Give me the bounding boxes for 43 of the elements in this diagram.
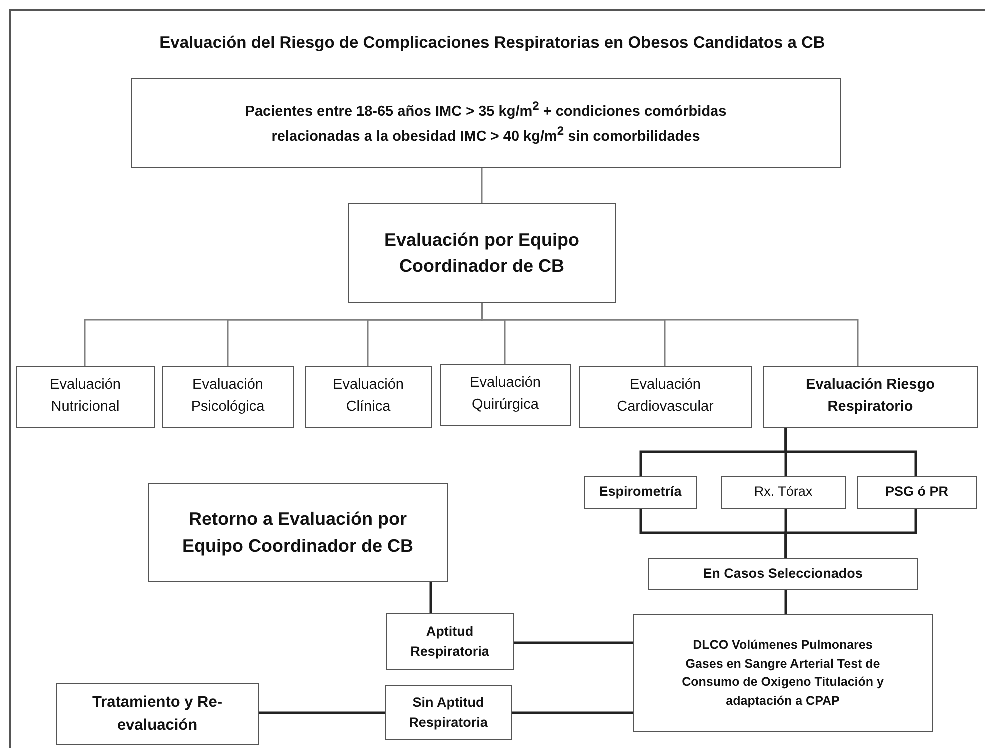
connector-line [430,582,432,613]
box-text: En Casos Seleccionados [703,566,863,582]
process-box [385,685,512,740]
box-text: Evaluación Psicológica [190,376,266,417]
box-text: Sin Aptitud Respiratoria [408,694,489,732]
box-text: Evaluación Cardiovascular [616,376,715,417]
process-box [721,476,846,509]
process-box [763,366,978,428]
process-box [584,476,697,509]
connector-line [481,168,483,203]
box-text: Evaluación por Equipo Coordinador de CB [383,228,581,278]
box-text: Aptitud Respiratoria [410,622,490,661]
diagram-title: Evaluación del Riesgo de Complicaciones Respiratorias en Obesos Candidatos a CB [158,34,826,53]
connector-line [784,590,788,614]
process-box [386,613,514,670]
box-text: PSG ó PR [885,484,948,501]
box-text: Evaluación Clínica [332,376,405,417]
test-list-box [633,614,933,732]
process-box [579,366,752,428]
box-text: Rx. Tórax [754,484,813,501]
box-text: Evaluación Riesgo Respiratorio [805,376,936,417]
box-text: Espirometría [599,484,682,501]
box-text: Retorno a Evaluación por Equipo Coordinador de CB [182,508,414,558]
process-box [56,683,259,745]
box-text: Pacientes entre 18-65 años IMC > 35 kg/m$^{2}$ + condiciones comórbidas relacionadas a la obesidad IMC > 40 kg/m$^{2}$ sin comorbilidades [244,98,728,147]
process-box [348,203,616,303]
connector-line [512,712,633,714]
box-text: Evaluación Quirúrgica [469,374,542,415]
process-box [440,364,571,426]
connector-line [784,428,918,476]
box-text: Tratamiento y Re-evaluación [91,692,224,736]
process-box [148,483,448,582]
process-box [16,366,155,428]
process-box [305,366,432,428]
connector-line [784,509,918,558]
connector-line [514,642,633,644]
box-text: DLCO Volúmenes Pulmonares Gases en Sangre Arterial Test de Consumo de Oxigeno Titulación y adaptación a CPAP [681,637,885,710]
criteria-box [131,78,841,168]
process-box [162,366,294,428]
box-text: Evaluación Nutricional [49,376,122,417]
process-box [857,476,977,509]
connector-line [259,712,385,714]
process-box [648,558,918,590]
